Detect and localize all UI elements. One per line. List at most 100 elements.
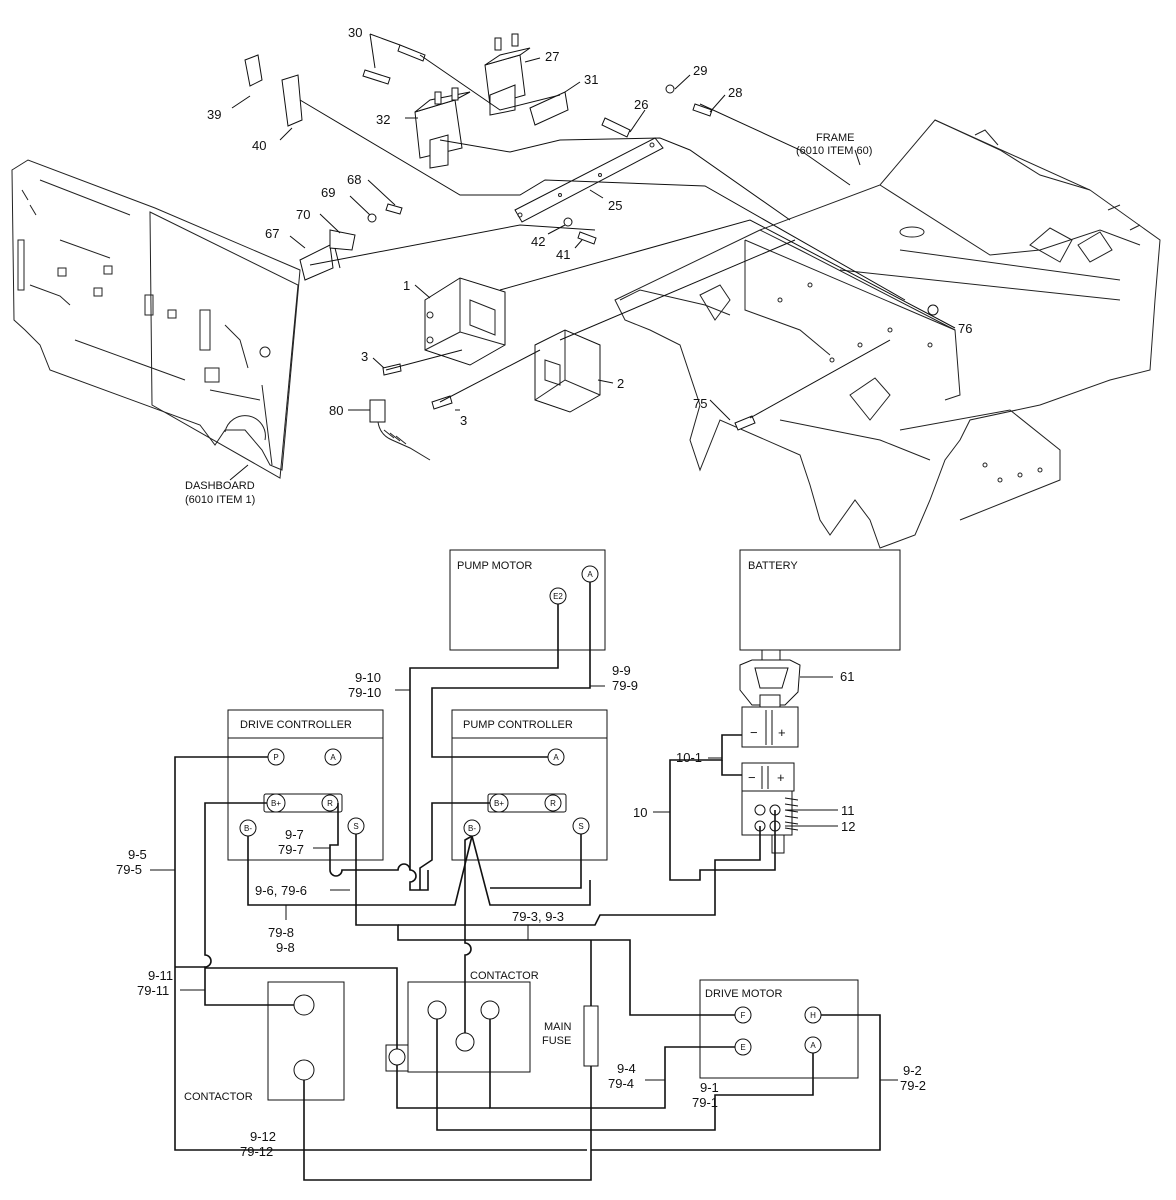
wire-label: 9-7 [285, 827, 304, 842]
wire-label: 9-6, 79-6 [255, 883, 307, 898]
part-69-washer [367, 213, 377, 223]
wire-label: 9-2 [903, 1063, 922, 1078]
wire-label: 9-5 [128, 847, 147, 862]
wire-label: 12 [841, 819, 855, 834]
callout: 42 [531, 234, 545, 249]
callout: 39 [207, 107, 221, 122]
callout: 70 [296, 207, 310, 222]
callout: 32 [376, 112, 390, 127]
wire-label: 9-11 [148, 968, 173, 983]
contactor-left-title: CONTACTOR [184, 1091, 253, 1103]
battery-connector: − + − + [739, 649, 801, 854]
wire-label: 9-4 [617, 1061, 636, 1076]
drive-motor-box [699, 979, 859, 1079]
battery-title: BATTERY [748, 560, 798, 572]
part-42-washer [563, 217, 573, 227]
wire-leaders [150, 676, 898, 1151]
contactor-coil-terminal [388, 1048, 406, 1066]
terminals: E2 A P A B+ R B- S A B+ R B- [239, 565, 822, 1081]
part-3-screw [431, 395, 453, 410]
svg-text:R: R [327, 799, 333, 808]
wire-label: 79-7 [278, 842, 304, 857]
drive-controller-title: DRIVE CONTROLLER [240, 719, 352, 731]
svg-text:B+: B+ [494, 799, 504, 808]
svg-text:H: H [810, 1011, 816, 1020]
part-31-bracket [529, 91, 569, 126]
svg-text:S: S [353, 822, 358, 831]
callout: 68 [347, 172, 361, 187]
part-3-screw [382, 363, 402, 376]
wire-label: 9-10 [355, 670, 381, 685]
pump-motor-title: PUMP MOTOR [457, 560, 532, 572]
wire-label: 10 [633, 805, 647, 820]
callout: 67 [265, 226, 279, 241]
wire-label: 9-12 [250, 1129, 276, 1144]
contactor-center-title: CONTACTOR [470, 970, 539, 982]
frame-label: (6010 ITEM 60) [796, 145, 872, 157]
contactor-left-terminal [293, 1059, 315, 1081]
wiring-diagram: PUMP MOTOR BATTERY DRIVE CONTROLLER PUMP… [116, 549, 926, 1181]
callout: 76 [958, 321, 972, 336]
callout: 80 [329, 403, 343, 418]
wires [174, 582, 881, 1181]
main-fuse-label: FUSE [542, 1035, 571, 1047]
callout: 2 [617, 376, 624, 391]
frame-label: FRAME [816, 132, 855, 144]
wire-label: 79-12 [240, 1144, 273, 1159]
wire-label: 9-8 [276, 940, 295, 955]
dashboard-label: (6010 ITEM 1) [185, 494, 255, 506]
contactor-center-box [407, 981, 531, 1073]
wire-label: 79-10 [348, 685, 381, 700]
callout: 28 [728, 85, 742, 100]
pump-controller-title: PUMP CONTROLLER [463, 719, 573, 731]
dashboard-panel [11, 159, 301, 479]
wire-label: 61 [840, 669, 854, 684]
part-25-bracket [514, 137, 664, 223]
connector-plus: + [778, 725, 786, 740]
part-32-contactor [414, 87, 471, 169]
svg-text:S: S [578, 822, 583, 831]
main-fuse [583, 1005, 599, 1067]
part-27-contactor [484, 33, 531, 116]
part-28-screw [692, 103, 713, 117]
svg-text:B-: B- [468, 824, 476, 833]
contactor-center-terminal [480, 1000, 500, 1020]
wire-label: 79-4 [608, 1076, 634, 1091]
contactor-left-terminal [293, 994, 315, 1016]
callout: 26 [634, 97, 648, 112]
wire-label: 79-3, 9-3 [512, 909, 564, 924]
svg-text:P: P [273, 753, 278, 762]
svg-text:B-: B- [244, 824, 252, 833]
callout: 3 [361, 349, 368, 364]
wire-labels: 9-10 79-10 9-9 79-9 61 10-1 10 11 12 9-7… [116, 663, 926, 1159]
svg-text:A: A [330, 753, 336, 762]
wire-label: 79-5 [116, 862, 142, 877]
wire-label: 79-1 [692, 1095, 718, 1110]
wire-label: 79-8 [268, 925, 294, 940]
leader-lines [229, 33, 956, 481]
callouts: 30 27 29 28 31 39 32 26 40 25 68 69 70 6… [185, 25, 972, 506]
connector-minus: − [750, 725, 758, 740]
svg-text:E2: E2 [553, 592, 563, 601]
pump-controller-box [451, 709, 608, 861]
svg-text:R: R [550, 799, 556, 808]
main-fuse-label: MAIN [544, 1021, 572, 1033]
dashboard-label: DASHBOARD [185, 480, 255, 492]
svg-text:B+: B+ [271, 799, 281, 808]
wire-label: 10-1 [676, 750, 702, 765]
part-30-bolts [362, 44, 426, 85]
drive-controller-terminal-a [324, 748, 342, 766]
battery-box [739, 549, 901, 651]
contactor-center-terminal [427, 1000, 447, 1020]
part-26-bolt [601, 117, 631, 138]
callout: 69 [321, 185, 335, 200]
wire-label: 9-1 [700, 1080, 719, 1095]
callout: 75 [693, 396, 707, 411]
svg-text:E: E [740, 1043, 745, 1052]
wire-label: 79-11 [137, 983, 169, 998]
wire-label: 11 [841, 803, 855, 818]
part-68-screw [385, 203, 403, 215]
callout: 1 [403, 278, 410, 293]
svg-text:F: F [741, 1011, 746, 1020]
